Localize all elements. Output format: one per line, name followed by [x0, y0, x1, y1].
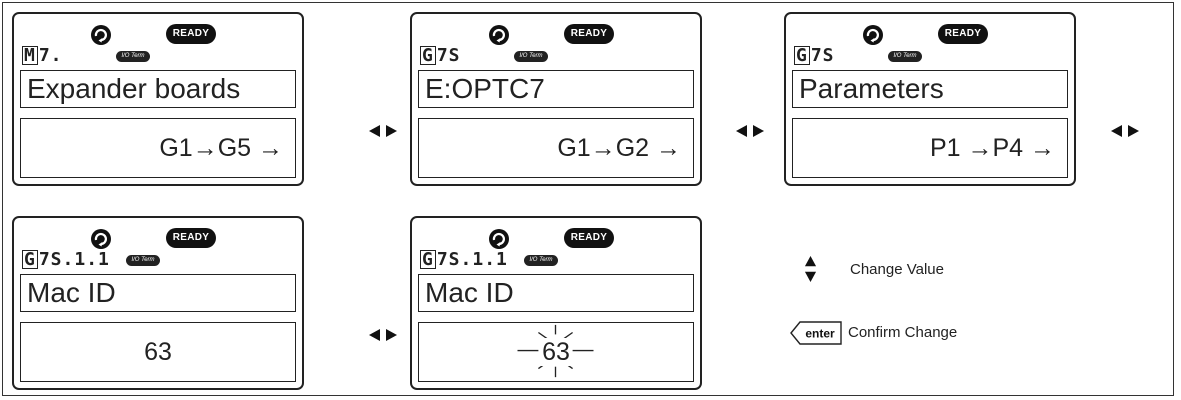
rotation-icon — [91, 25, 111, 45]
left-right-arrows-icon — [369, 329, 397, 341]
display-line-2: G1→G2 → — [418, 118, 694, 178]
display-line-1: E:OPTC7 — [418, 70, 694, 108]
ready-status-badge: READY — [166, 228, 216, 248]
menu-location-number: 7S.1.1 — [436, 249, 508, 270]
io-term-badge: I/O Term — [514, 51, 548, 62]
io-term-badge: I/O Term — [116, 51, 150, 62]
left-right-arrows-icon — [369, 125, 397, 137]
display-line-1: Mac ID — [418, 274, 694, 312]
legend-change-value: Change Value — [850, 261, 944, 278]
display-line-2: P1 →P4 → — [792, 118, 1068, 178]
menu-location-number: 7S — [436, 45, 461, 66]
ready-status-badge: READY — [564, 228, 614, 248]
left-right-arrows-icon — [1111, 125, 1139, 137]
menu-location-letter: G — [420, 45, 436, 66]
menu-location-number: 7S.1.1 — [38, 249, 110, 270]
mac-id-value: 63 — [540, 338, 572, 366]
rotation-icon — [489, 229, 509, 249]
menu-location-letter: G — [794, 45, 810, 66]
display-line-1: Parameters — [792, 70, 1068, 108]
rotation-icon — [91, 229, 111, 249]
ready-status-badge: READY — [938, 24, 988, 44]
legend-confirm-change: Confirm Change — [848, 324, 958, 341]
enter-key-icon: enter — [790, 321, 842, 345]
io-term-badge: I/O Term — [888, 51, 922, 62]
display-line-2: 63 — [20, 322, 296, 382]
ready-status-badge: READY — [564, 24, 614, 44]
figure-frame — [2, 2, 1174, 396]
rotation-icon — [489, 25, 509, 45]
io-term-badge: I/O Term — [524, 255, 558, 266]
menu-location-letter: G — [420, 249, 436, 270]
ready-status-badge: READY — [166, 24, 216, 44]
menu-location-number: 7. — [38, 45, 63, 66]
display-line-2: G1→G5 → — [20, 118, 296, 178]
menu-location-letter: M — [22, 45, 38, 66]
enter-key-label: enter — [805, 327, 835, 341]
display-line-1: Mac ID — [20, 274, 296, 312]
menu-location-letter: G — [22, 249, 38, 270]
display-line-2-blinking: 63 — [418, 322, 694, 382]
display-line-1: Expander boards — [20, 70, 296, 108]
io-term-badge: I/O Term — [126, 255, 160, 266]
menu-location-number: 7S — [810, 45, 835, 66]
rotation-icon — [863, 25, 883, 45]
left-right-arrows-icon — [736, 125, 764, 137]
up-down-arrows-icon — [804, 256, 817, 282]
